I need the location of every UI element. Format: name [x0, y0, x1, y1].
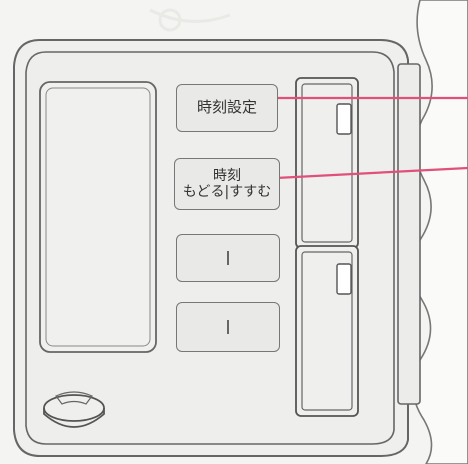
upper-slot-inner [301, 83, 353, 243]
time-setting-label: 時刻設定 [196, 98, 257, 117]
wrist-strap [397, 63, 421, 405]
display-window [39, 81, 157, 353]
lower-slot-inner [301, 251, 353, 411]
blank-button-2[interactable] [176, 302, 280, 352]
blank-button-1[interactable] [176, 234, 280, 282]
time-adjust-label-bottom: もどる|すすむ [182, 184, 272, 200]
upper-switch [336, 103, 352, 135]
lower-switch [336, 263, 352, 295]
start-button-dome [43, 391, 105, 428]
time-adjust-label-top: 時刻 [213, 167, 241, 184]
blank-button-2-mark [227, 320, 229, 334]
time-setting-button[interactable]: 時刻設定 [176, 84, 278, 132]
time-adjust-button[interactable]: 時刻 もどる|すすむ [174, 158, 280, 210]
callout-line-2 [275, 166, 468, 180]
display-window-inner [45, 87, 151, 347]
blank-button-1-mark [227, 251, 229, 265]
